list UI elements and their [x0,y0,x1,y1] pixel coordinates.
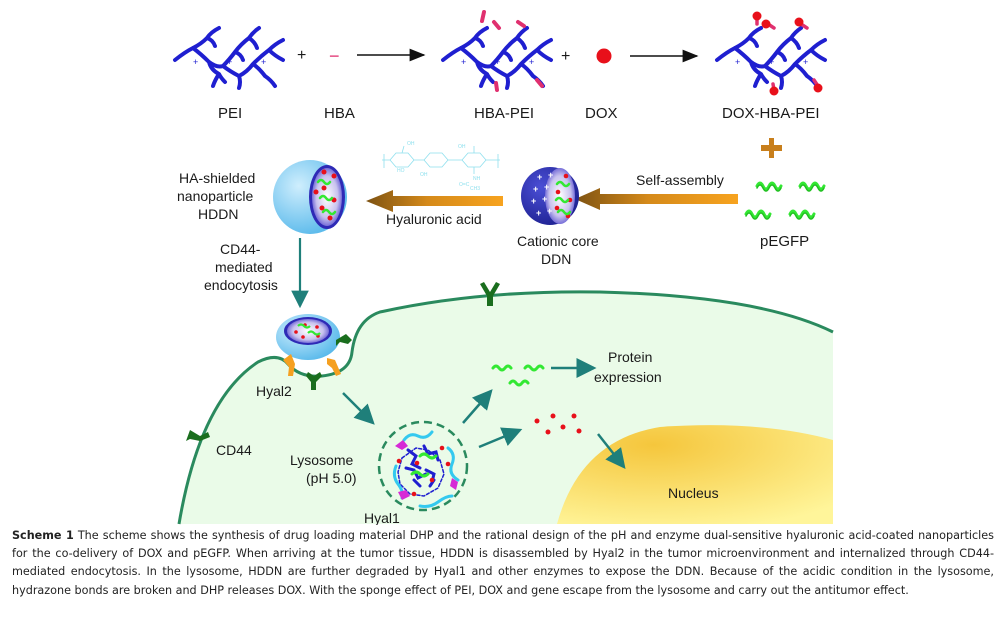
hyal2-enzymes [283,354,341,376]
svg-text:CH3: CH3 [470,186,480,192]
svg-text:OH: OH [407,141,415,147]
released-dox [534,413,582,435]
endocytosis-label-3: endocytosis [204,277,278,293]
plus-sign-2: + [561,48,570,65]
plus-sign-1: + [297,47,306,64]
pegfp-label: pEGFP [760,233,809,250]
cationic-core-label-1: Cationic core [517,233,599,249]
endocytosis-label-1: CD44- [220,241,261,257]
hba-pei-molecule [441,10,553,92]
internalizing-hddn [276,314,340,360]
hddn-label-1: HA-shielded [179,170,255,186]
svg-text:+: + [537,172,542,182]
lysosome [377,420,469,512]
svg-text:+: + [548,170,553,180]
hba-pei-label: HBA-PEI [474,105,534,122]
hyaluronic-acid-structure: OH HO OH NH O=C CH3 OH [382,141,500,192]
endocytosis-label-2: mediated [215,259,273,275]
pegfp-genes [744,181,826,221]
dox-hba-pei-molecule [715,11,827,96]
hyaluronic-acid-arrow [366,190,503,212]
pei-molecule [173,26,285,90]
cd44-label: CD44 [216,442,252,458]
pei-label: PEI [218,105,242,122]
hddn-label-2: nanoparticle [177,188,253,204]
cd44-receptors-endocytic [306,334,352,390]
hba-label: HBA [324,105,355,122]
dox-label: DOX [585,105,618,122]
nucleus [557,425,833,524]
svg-text:HO: HO [397,168,405,174]
ddn-nanoparticle: ++ ++ ++ ++ [521,167,579,225]
svg-text:+: + [531,196,536,206]
cell-membrane [177,290,834,525]
arrow-to-nucleus [597,433,626,469]
cd44-receptor-left [186,430,210,441]
protein-expression-label-2: expression [594,369,662,385]
hyal1-label: Hyal1 [364,510,400,525]
svg-text:+: + [544,182,549,192]
orange-plus-icon [761,138,782,158]
hyaluronic-acid-label: Hyaluronic acid [386,211,482,227]
dox-hba-pei-label: DOX-HBA-PEI [722,105,820,122]
cationic-core-label-2: DDN [541,251,571,267]
caption-text: The scheme shows the synthesis of drug l… [12,529,994,597]
arrow-to-lysosome [342,392,375,425]
svg-text:O=C: O=C [459,182,470,188]
svg-text:OH: OH [420,172,428,178]
protein-expression-label-1: Protein [608,349,652,365]
arrow-to-dox [478,427,523,449]
scheme-figure: + + + + − + [173,10,834,525]
self-assembly-label: Self-assembly [636,172,724,188]
hba-minus-symbol: − [329,46,340,66]
svg-text:OH: OH [458,144,466,150]
figure-caption: Scheme 1 The scheme shows the synthesis … [12,527,994,600]
hddn-nanoparticle [273,160,347,234]
lysosome-label-2: (pH 5.0) [306,470,357,486]
svg-text:+: + [547,206,552,216]
dox-molecule [596,48,612,64]
cd44-receptor-top [480,282,500,306]
lysosome-label-1: Lysosome [290,452,354,468]
svg-text:+: + [533,184,538,194]
arrow-to-genes [462,389,493,424]
svg-text:+: + [542,194,547,204]
nucleus-label: Nucleus [668,485,719,501]
hyal2-label: Hyal2 [256,383,292,399]
svg-text:+: + [536,208,541,218]
released-genes [491,364,545,387]
self-assembly-arrow [575,188,738,210]
svg-text:NH: NH [473,176,481,182]
hddn-label-3: HDDN [198,206,238,222]
caption-lead: Scheme 1 [12,529,74,542]
